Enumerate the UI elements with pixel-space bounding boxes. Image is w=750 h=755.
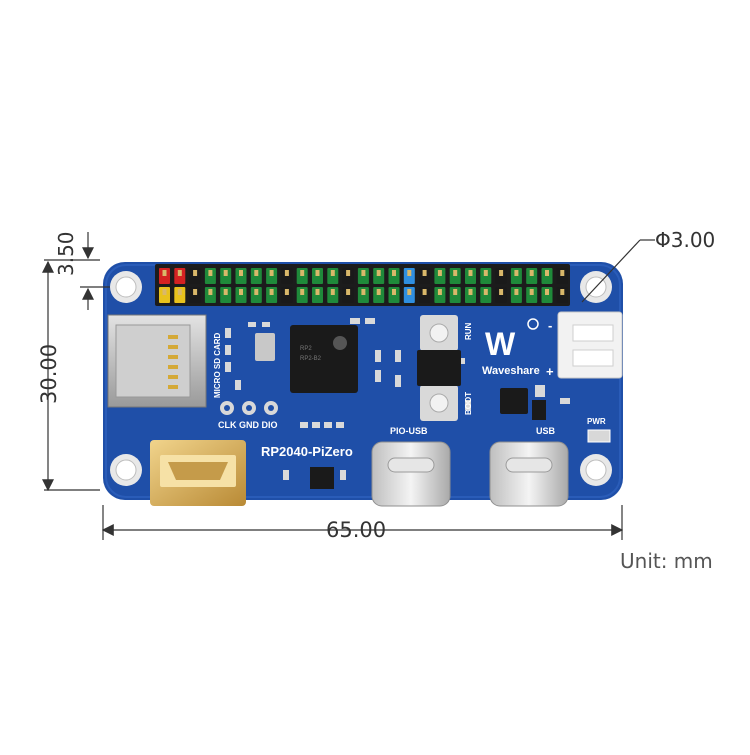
gpio-pin-tip: [392, 289, 396, 295]
debug-pads: [220, 401, 278, 415]
gpio-pin-tip: [437, 270, 442, 276]
waveshare-logo: W: [485, 318, 539, 362]
gpio-pin-tip: [208, 289, 213, 295]
gpio-pin-tip: [376, 289, 381, 295]
gpio-pin-tip: [223, 270, 228, 276]
gpio-pin-tip: [499, 270, 504, 276]
gpio-pin-tip: [422, 289, 427, 295]
gpio-pin-tip: [483, 270, 488, 276]
usb-connector: [489, 441, 569, 507]
battery-minus-label: -: [548, 318, 553, 333]
gpio-pin-tip: [269, 270, 274, 276]
svg-text:W: W: [485, 326, 516, 362]
sd-card-label: MICRO SD CARD: [213, 332, 222, 398]
gpio-pin-tip: [193, 289, 198, 295]
gpio-pin-tip: [376, 270, 381, 276]
gpio-pin-tip: [177, 270, 182, 276]
gpio-pin-tip: [560, 289, 565, 295]
gpio-pin-tip: [361, 289, 366, 295]
gpio-pin-tip: [468, 270, 473, 276]
gpio-pin-tip: [239, 289, 243, 295]
gpio-pin-tip: [437, 289, 442, 295]
gpio-pin-tip: [483, 289, 488, 295]
gpio-pin-tip: [300, 289, 305, 295]
gpio-pin-tip: [223, 289, 228, 295]
svg-text:RP2-B2: RP2-B2: [300, 356, 322, 362]
gpio-pin-tip: [254, 270, 259, 276]
gpio-pin-tip: [407, 289, 412, 295]
micro-sd-slot: [107, 314, 207, 408]
gpio-pin-tip: [330, 289, 335, 295]
gpio-pin-tip: [346, 289, 351, 295]
gpio-pin-tip: [392, 270, 396, 276]
mounting-hole-top-left: [110, 271, 142, 303]
brand-label: Waveshare: [482, 365, 540, 377]
flash-chip: [417, 350, 461, 386]
bottom-ic: [310, 467, 334, 489]
unit-label: Unit: mm: [620, 549, 713, 573]
top-offset-label: 3.50: [54, 231, 78, 276]
gpio-pin-tip: [254, 289, 259, 295]
height-label: 30.00: [37, 343, 61, 404]
gpio-pin-tip: [177, 289, 182, 295]
gpio-pins: [159, 268, 568, 303]
gpio-pin-tip: [514, 270, 519, 276]
gpio-pin-tip: [529, 270, 534, 276]
hole-diameter-label: Φ3.00: [655, 228, 716, 252]
mounting-hole-bottom-right: [580, 454, 612, 486]
gpio-pin-tip: [453, 289, 458, 295]
gpio-pin-tip: [422, 270, 427, 276]
boot-label: BOOT: [464, 391, 473, 415]
gpio-pin-tip: [560, 270, 565, 276]
pio-usb-connector: [371, 441, 451, 507]
battery-connector: [557, 311, 623, 379]
hole-leader-line: [581, 239, 641, 303]
mini-hdmi-connector: [150, 440, 246, 506]
gpio-pin-tip: [162, 289, 167, 295]
run-button: [420, 315, 458, 351]
gpio-pin-tip: [514, 289, 519, 295]
width-label: 65.00: [326, 518, 387, 542]
gpio-pin-tip: [239, 270, 243, 276]
gpio-pin-tip: [453, 270, 458, 276]
gpio-pin-tip: [499, 289, 504, 295]
gpio-pin-tip: [545, 289, 549, 295]
regulator-chip: [500, 388, 528, 414]
rp2040-chip: RP2 RP2-B2: [290, 325, 358, 393]
pwr-label: PWR: [587, 417, 606, 426]
mounting-hole-bottom-left: [110, 454, 142, 486]
gpio-pin-tip: [300, 270, 305, 276]
gpio-pin-tip: [545, 270, 549, 276]
gpio-pin-tip: [529, 289, 534, 295]
gpio-pin-tip: [193, 270, 198, 276]
svg-text:RP2: RP2: [300, 346, 312, 352]
run-label: RUN: [464, 322, 473, 340]
usb-label: USB: [536, 426, 556, 436]
gpio-pin-tip: [407, 270, 412, 276]
gpio-pin-tip: [315, 289, 320, 295]
gpio-pin-tip: [330, 270, 335, 276]
gpio-pin-tip: [361, 270, 366, 276]
gpio-pin-tip: [284, 289, 289, 295]
pwr-led: [587, 429, 611, 443]
battery-plus-label: +: [546, 364, 554, 379]
gpio-pin-tip: [468, 289, 473, 295]
debug-pins-label: CLK GND DIO: [218, 420, 278, 430]
gpio-pin-tip: [346, 270, 351, 276]
gpio-pin-tip: [162, 270, 167, 276]
gpio-pin-tip: [208, 270, 213, 276]
small-ic: [532, 400, 546, 420]
gpio-pin-tip: [284, 270, 289, 276]
pio-usb-label: PIO-USB: [390, 426, 428, 436]
boot-button: [420, 385, 458, 421]
gpio-pin-tip: [269, 289, 274, 295]
board-name-label: RP2040-PiZero: [261, 444, 353, 459]
gpio-pin-tip: [315, 270, 320, 276]
